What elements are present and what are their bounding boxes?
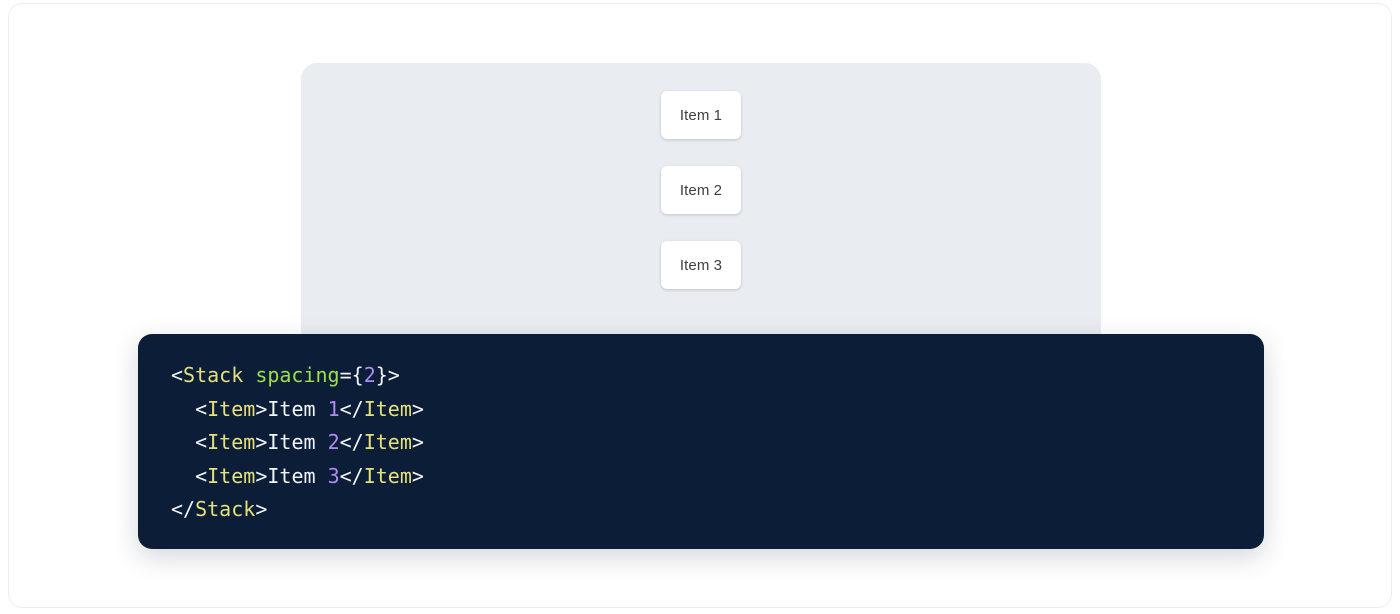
component-preview-panel: Item 1 Item 2 Item 3 xyxy=(301,63,1101,353)
code-token-text: Item xyxy=(267,396,328,421)
stack-container: Item 1 Item 2 Item 3 xyxy=(301,63,1101,289)
code-token-punct: </ xyxy=(339,430,364,455)
code-token-punct: ={ xyxy=(339,363,364,387)
code-indent xyxy=(171,464,195,488)
code-line: <Item>Item 2</Item> xyxy=(171,426,424,460)
code-line: <Stack spacing={2}> xyxy=(171,359,424,393)
code-token-attr: spacing xyxy=(255,363,340,387)
code-line: <Item>Item 1</Item> xyxy=(171,393,424,427)
stack-item[interactable]: Item 1 xyxy=(661,91,741,139)
code-token-tag: Item xyxy=(207,430,256,455)
stack-item[interactable]: Item 2 xyxy=(661,166,741,214)
code-token-text xyxy=(243,363,255,387)
code-token-punct: < xyxy=(195,396,208,421)
code-token-punct: < xyxy=(171,363,184,387)
code-token-punct: > xyxy=(411,430,424,455)
code-snippet-panel: <Stack spacing={2}> <Item>Item 1</Item> … xyxy=(138,334,1264,549)
code-token-num: 2 xyxy=(363,363,376,387)
code-token-tag: Stack xyxy=(195,497,256,522)
code-token-tag: Stack xyxy=(183,363,244,387)
code-line: </Stack> xyxy=(171,493,424,527)
code-line: <Item>Item 3</Item> xyxy=(171,460,424,494)
code-token-punct: > xyxy=(255,396,268,421)
stack-item[interactable]: Item 3 xyxy=(661,241,741,289)
code-indent xyxy=(171,397,195,421)
code-token-punct: </ xyxy=(171,497,196,522)
code-indent xyxy=(171,430,195,454)
code-token-punct: > xyxy=(411,396,424,421)
code-token-tag: Item xyxy=(207,463,256,488)
code-token-punct: }> xyxy=(375,363,400,387)
code-token-text: Item xyxy=(267,463,328,488)
code-token-punct: < xyxy=(195,430,208,455)
code-token-tag: Item xyxy=(363,463,412,488)
code-token-punct: > xyxy=(255,463,268,488)
code-token-punct: > xyxy=(255,430,268,455)
code-token-punct: </ xyxy=(339,463,364,488)
code-token-punct: > xyxy=(255,497,268,522)
code-token-num: 3 xyxy=(327,463,340,488)
code-token-punct: < xyxy=(195,463,208,488)
code-token-text: Item xyxy=(267,430,328,455)
code-token-num: 1 xyxy=(327,396,340,421)
code-token-tag: Item xyxy=(363,430,412,455)
code-token-punct: > xyxy=(411,463,424,488)
code-token-tag: Item xyxy=(207,396,256,421)
code-token-tag: Item xyxy=(363,396,412,421)
code-token-num: 2 xyxy=(327,430,340,455)
code-token-punct: </ xyxy=(339,396,364,421)
code-block: <Stack spacing={2}> <Item>Item 1</Item> … xyxy=(171,359,424,527)
